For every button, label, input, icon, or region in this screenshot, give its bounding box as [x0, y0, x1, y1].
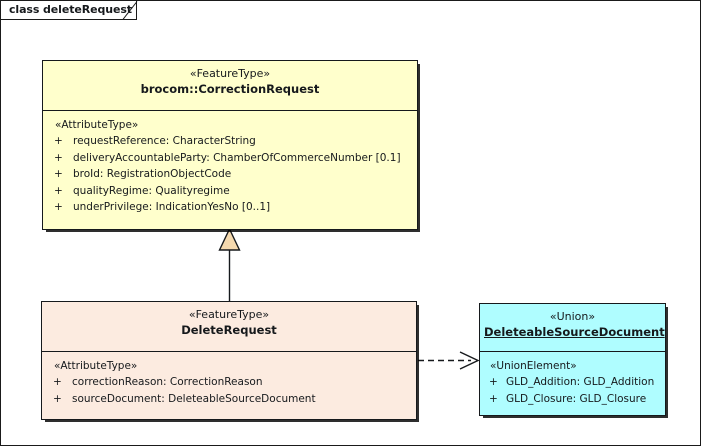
attribute-row: + GLD_Closure: GLD_Closure — [480, 391, 665, 408]
attribute-section-stereotype: «AttributeType» — [55, 119, 139, 131]
page-title: class deleteRequest — [9, 3, 132, 16]
class-header-correction-request: «FeatureType» brocom::CorrectionRequest — [43, 61, 417, 111]
diagram-title-tab — [1, 1, 137, 20]
attribute-row: + sourceDocument: DeleteableSourceDocume… — [42, 391, 416, 408]
class-box-delete-request[interactable]: «FeatureType» DeleteRequest «AttributeTy… — [41, 301, 417, 420]
class-box-deleteable-source-document[interactable]: «Union» DeleteableSourceDocument «UnionE… — [479, 303, 666, 416]
visibility-marker: + — [54, 135, 63, 147]
attribute-label: deliveryAccountableParty: ChamberOfComme… — [73, 151, 401, 164]
attribute-row: + qualityRegime: Qualityregime — [43, 183, 417, 200]
attribute-label: GLD_Closure: GLD_Closure — [506, 392, 647, 405]
class-box-correction-request[interactable]: «FeatureType» brocom::CorrectionRequest … — [42, 60, 418, 230]
visibility-marker: + — [53, 376, 62, 388]
attribute-label: underPrivilege: IndicationYesNo [0..1] — [73, 201, 271, 213]
attribute-compartment-delete-request: «AttributeType» + correctionReason: Corr… — [42, 352, 416, 411]
attribute-row: + GLD_Addition: GLD_Addition — [480, 374, 665, 391]
attribute-label: broId: RegistrationObjectCode — [73, 168, 232, 180]
attribute-section-stereotype: «AttributeType» — [54, 360, 138, 372]
class-name: brocom::CorrectionRequest — [140, 82, 320, 96]
attribute-row: + requestReference: CharacterString — [43, 133, 417, 150]
visibility-marker: + — [54, 184, 63, 197]
visibility-marker: + — [54, 168, 63, 180]
visibility-marker: + — [489, 376, 498, 388]
visibility-marker: + — [53, 392, 62, 405]
attribute-compartment-deleteable-source-document: «UnionElement» + GLD_Addition: GLD_Addit… — [480, 352, 665, 411]
class-stereotype: «FeatureType» — [188, 308, 270, 321]
generalization-connector[interactable] — [218, 227, 241, 301]
attribute-row: + deliveryAccountableParty: ChamberOfCom… — [43, 150, 417, 167]
visibility-marker: + — [54, 201, 63, 213]
visibility-marker: + — [489, 392, 498, 405]
class-name: DeleteRequest — [181, 323, 277, 337]
class-header-deleteable-source-document: «Union» DeleteableSourceDocument — [480, 304, 665, 352]
attribute-row: + underPrivilege: IndicationYesNo [0..1] — [43, 199, 417, 216]
diagram-title-tab-corner — [122, 1, 142, 20]
attribute-compartment-correction-request: «AttributeType» + requestReference: Char… — [43, 111, 417, 220]
attribute-label: correctionReason: CorrectionReason — [72, 376, 263, 388]
class-stereotype: «Union» — [549, 310, 596, 323]
class-header-delete-request: «FeatureType» DeleteRequest — [42, 302, 416, 352]
attribute-row: + broId: RegistrationObjectCode — [43, 166, 417, 183]
visibility-marker: + — [54, 151, 63, 164]
attribute-row: + correctionReason: CorrectionReason — [42, 374, 416, 391]
attribute-label: requestReference: CharacterString — [73, 135, 256, 147]
class-name[interactable]: DeleteableSourceDocument — [484, 325, 665, 339]
dependency-connector[interactable] — [418, 351, 480, 370]
attribute-label: GLD_Addition: GLD_Addition — [506, 376, 655, 388]
attribute-label: qualityRegime: Qualityregime — [73, 184, 230, 197]
attribute-label: sourceDocument: DeleteableSourceDocument — [72, 392, 316, 405]
class-stereotype: «FeatureType» — [189, 67, 271, 80]
attribute-section-stereotype: «UnionElement» — [490, 360, 577, 372]
